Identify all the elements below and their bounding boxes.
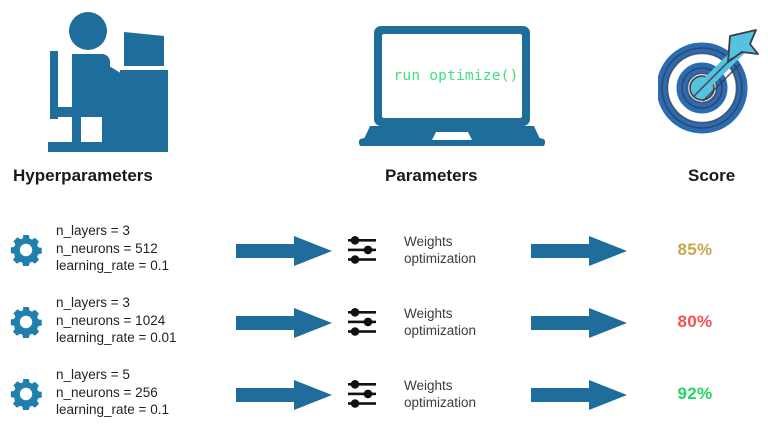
hp-line: n_neurons = 1024	[56, 312, 166, 328]
parameter-label: Weights optimization	[404, 233, 524, 267]
hp-line: learning_rate = 0.1	[56, 402, 169, 417]
arrow-cell-1	[232, 358, 342, 430]
sliders-cell	[344, 214, 404, 286]
parameter-label: Weights optimization	[404, 305, 524, 339]
hyperparameters-text: n_layers = 3 n_neurons = 512 learning_ra…	[56, 222, 246, 275]
arrow-right-icon	[531, 236, 627, 266]
gear-icon	[10, 379, 42, 410]
arrow-cell-2	[527, 214, 639, 286]
score-value: 80%	[677, 312, 713, 331]
illustration-row: run optimize()	[0, 0, 768, 162]
hyperparameters-illustration	[0, 0, 256, 162]
parameter-label: Weights optimization	[404, 377, 524, 411]
hyperparameters-text: n_layers = 5 n_neurons = 256 learning_ra…	[56, 366, 246, 419]
score-cell: 80%	[640, 286, 768, 358]
sliders-icon	[348, 380, 376, 408]
sliders-icon	[348, 308, 376, 336]
par-line: optimization	[404, 395, 477, 410]
arrow-right-icon	[531, 380, 627, 410]
sliders-icon	[348, 236, 376, 264]
header-parameters: Parameters	[385, 166, 478, 185]
table-row: n_layers = 3 n_neurons = 1024 learning_r…	[0, 286, 768, 358]
par-line: Weights	[404, 234, 453, 249]
laptop-icon	[358, 26, 546, 146]
arrow-cell-2	[527, 358, 639, 430]
target-dart-icon	[658, 29, 759, 134]
arrow-cell-1	[232, 214, 342, 286]
gear-cell	[6, 286, 54, 358]
par-line: optimization	[404, 323, 477, 338]
hp-line: n_neurons = 512	[56, 240, 158, 256]
arrow-right-icon	[236, 308, 332, 338]
arrow-cell-2	[527, 286, 639, 358]
par-line: Weights	[404, 378, 453, 393]
parameters-illustration: run optimize()	[256, 0, 640, 162]
hp-line: learning_rate = 0.01	[56, 330, 177, 345]
hp-line: learning_rate = 0.1	[56, 258, 169, 273]
person-at-desk-icon	[48, 12, 168, 152]
score-value: 92%	[677, 384, 713, 403]
header-hyperparameters: Hyperparameters	[13, 166, 153, 185]
score-illustration	[640, 0, 768, 162]
par-line: optimization	[404, 251, 477, 266]
score-value: 85%	[677, 240, 713, 259]
gear-cell	[6, 214, 54, 286]
arrow-right-icon	[236, 236, 332, 266]
rows-container: n_layers = 3 n_neurons = 512 learning_ra…	[0, 206, 768, 422]
gear-icon	[10, 307, 42, 338]
gear-cell	[6, 358, 54, 430]
score-cell: 92%	[640, 358, 768, 430]
header-score: Score	[688, 166, 736, 185]
hp-line: n_layers = 5	[56, 367, 130, 382]
table-row: n_layers = 3 n_neurons = 512 learning_ra…	[0, 214, 768, 286]
score-cell: 85%	[640, 214, 768, 286]
arrow-cell-1	[232, 286, 342, 358]
hp-line: n_neurons = 256	[56, 384, 158, 400]
par-line: Weights	[404, 306, 453, 321]
hyperparameters-text: n_layers = 3 n_neurons = 1024 learning_r…	[56, 294, 246, 347]
gear-icon	[10, 235, 42, 266]
table-row: n_layers = 5 n_neurons = 256 learning_ra…	[0, 358, 768, 430]
arrow-right-icon	[531, 308, 627, 338]
laptop-code-text: run optimize()	[393, 68, 519, 84]
sliders-cell	[344, 286, 404, 358]
sliders-cell	[344, 358, 404, 430]
hp-line: n_layers = 3	[56, 295, 130, 310]
hp-line: n_layers = 3	[56, 223, 130, 238]
arrow-right-icon	[236, 380, 332, 410]
column-headers: Hyperparameters Parameters Score	[0, 166, 768, 202]
